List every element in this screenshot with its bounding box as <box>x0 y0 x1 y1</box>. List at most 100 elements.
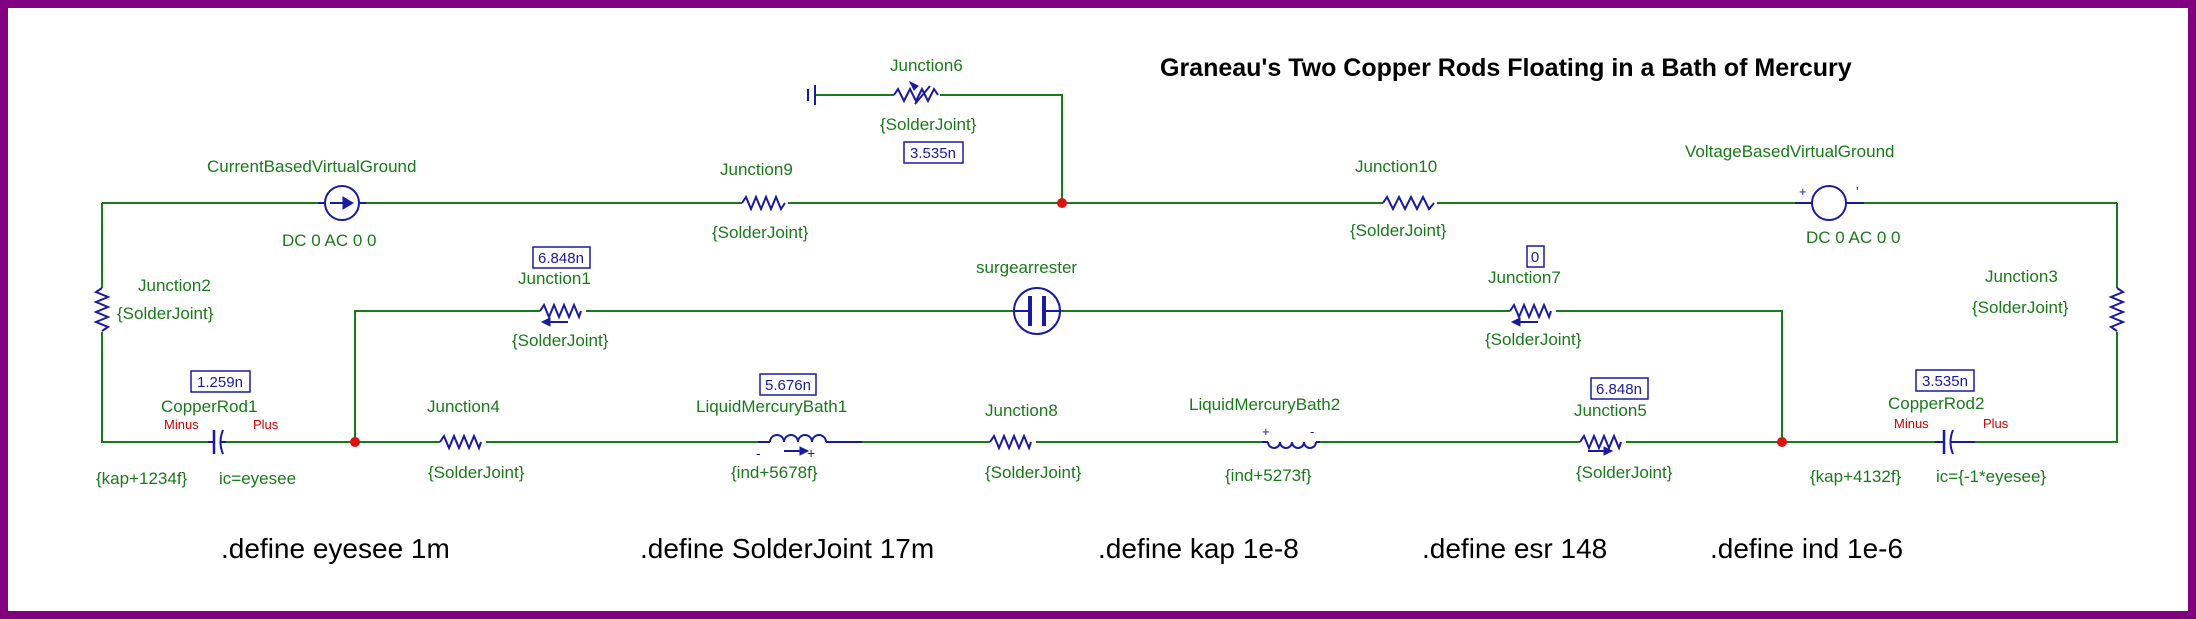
probe-box <box>759 373 817 396</box>
probe-value: 3.535n <box>1922 373 1968 390</box>
capacitor-icon <box>1935 429 1975 455</box>
capacitor-icon <box>208 429 226 455</box>
component-value: {SolderJoint} <box>985 463 1082 482</box>
resistor-icon <box>1509 302 1552 320</box>
copperrod1[interactable]: 1.259n CopperRod1 Minus Plus {kap+1234f}… <box>96 370 296 488</box>
component-name: LiquidMercuryBath2 <box>1189 395 1340 414</box>
diagram-title: Graneau's Two Copper Rods Floating in a … <box>1160 54 1852 82</box>
surge-arrester-icon <box>1013 287 1061 335</box>
component-name: Junction4 <box>427 397 500 416</box>
polarity-plus: Plus <box>1983 416 2009 431</box>
svg-text:': ' <box>1856 184 1858 199</box>
define-solderjoint: .define SolderJoint 17m <box>640 533 934 564</box>
liquid-mercury-bath2[interactable]: + - LiquidMercuryBath2 {ind+5273f} <box>1189 395 1340 485</box>
initial-condition: ic={-1*eyesee} <box>1936 467 2046 486</box>
node-dot <box>1057 198 1067 208</box>
junction5[interactable]: 6.848n Junction5 {SolderJoint} <box>1574 377 1673 482</box>
component-value: {ind+5273f} <box>1225 466 1312 485</box>
resistor-icon <box>439 433 482 451</box>
current-source-icon <box>318 185 366 221</box>
component-name: Junction6 <box>890 56 963 75</box>
component-value: {ind+5678f} <box>731 463 818 482</box>
junction4[interactable]: Junction4 {SolderJoint} <box>427 397 525 482</box>
node-dot <box>350 437 360 447</box>
resistor-icon <box>1579 433 1622 451</box>
resistor-icon <box>893 86 939 104</box>
inductor-icon: + - <box>1262 424 1320 449</box>
polarity-minus: Minus <box>1894 416 1929 431</box>
component-value: DC 0 AC 0 0 <box>282 231 377 250</box>
svg-text:-: - <box>756 445 761 461</box>
junction1[interactable]: 6.848n Junction1 {SolderJoint} <box>512 246 609 350</box>
component-name: CopperRod2 <box>1888 394 1984 413</box>
component-value: {SolderJoint} <box>1485 330 1582 349</box>
junction8[interactable]: Junction8 {SolderJoint} <box>985 401 1082 482</box>
probe-value: 6.848n <box>1596 381 1642 398</box>
probe-value: 1.259n <box>197 374 243 391</box>
svg-text:-: - <box>1310 424 1314 439</box>
resistor-icon <box>989 433 1032 451</box>
voltage-based-virtual-ground[interactable]: + ' VoltageBasedVirtualGround DC 0 AC 0 … <box>1685 142 1901 247</box>
component-name: Junction10 <box>1355 157 1437 176</box>
liquid-mercury-bath1[interactable]: - + 5.676n LiquidMercuryBath1 {ind+5678f… <box>696 373 862 482</box>
junction2[interactable]: Junction2 {SolderJoint} <box>93 276 214 332</box>
component-value: {SolderJoint} <box>428 463 525 482</box>
junction6[interactable]: Junction6 {SolderJoint} 3.535n <box>807 56 977 164</box>
component-value: {SolderJoint} <box>1972 298 2069 317</box>
define-eyesee: .define eyesee 1m <box>221 533 450 564</box>
wires <box>101 94 2118 443</box>
initial-condition: ic=eyesee <box>219 469 296 488</box>
component-value: {SolderJoint} <box>1576 463 1673 482</box>
component-name: Junction1 <box>518 269 591 288</box>
component-value: DC 0 AC 0 0 <box>1806 228 1901 247</box>
define-ind: .define ind 1e-6 <box>1710 533 1903 564</box>
probe-box <box>1590 377 1649 400</box>
node-dots <box>350 198 1787 447</box>
svg-text:+: + <box>1799 184 1807 199</box>
junction3[interactable]: Junction3 {SolderJoint} <box>1972 267 2126 332</box>
component-value: {SolderJoint} <box>512 331 609 350</box>
component-value: {kap+1234f} <box>96 469 188 488</box>
junction10[interactable]: Junction10 {SolderJoint} <box>1350 157 1447 240</box>
probe-value: 5.676n <box>765 377 811 394</box>
svg-text:+: + <box>1262 424 1270 439</box>
component-name: Junction3 <box>1985 267 2058 286</box>
probe-box <box>190 370 251 393</box>
junction9[interactable]: Junction9 {SolderJoint} <box>712 160 809 242</box>
copperrod2[interactable]: 3.535n CopperRod2 Minus Plus {kap+4132f}… <box>1810 369 2046 486</box>
current-based-virtual-ground[interactable]: CurrentBasedVirtualGround DC 0 AC 0 0 <box>207 157 416 250</box>
component-name: Junction7 <box>1488 268 1561 287</box>
resistor-icon <box>1382 194 1435 212</box>
svg-text:+: + <box>807 445 815 461</box>
component-name: LiquidMercuryBath1 <box>696 397 847 416</box>
define-kap: .define kap 1e-8 <box>1098 533 1299 564</box>
define-directives: .define eyesee 1m .define SolderJoint 17… <box>221 533 1903 564</box>
component-value: {kap+4132f} <box>1810 467 1902 486</box>
define-esr: .define esr 148 <box>1422 533 1607 564</box>
probe-value: 3.535n <box>910 145 956 162</box>
component-name: Junction9 <box>720 160 793 179</box>
surgearrester[interactable]: surgearrester <box>976 258 1077 335</box>
component-name: Junction8 <box>985 401 1058 420</box>
resistor-icon <box>741 194 786 212</box>
component-name: surgearrester <box>976 258 1077 277</box>
inductor-icon: - + <box>756 434 862 461</box>
component-value: {SolderJoint} <box>712 223 809 242</box>
component-value: {SolderJoint} <box>117 304 214 323</box>
resistor-icon <box>2108 287 2126 332</box>
component-name: CopperRod1 <box>161 397 257 416</box>
component-name: Junction5 <box>1574 401 1647 420</box>
probe-value: 0 <box>1531 249 1539 266</box>
node-dot <box>1777 437 1787 447</box>
probe-box <box>1526 245 1545 268</box>
polarity-plus: Plus <box>253 417 279 432</box>
component-name: CurrentBasedVirtualGround <box>207 157 416 176</box>
component-value: {SolderJoint} <box>1350 221 1447 240</box>
junction7[interactable]: 0 Junction7 {SolderJoint} <box>1485 245 1582 349</box>
voltage-source-icon: + ' <box>1795 184 1864 221</box>
component-name: VoltageBasedVirtualGround <box>1685 142 1895 161</box>
component-value: {SolderJoint} <box>880 115 977 134</box>
component-name: Junction2 <box>138 276 211 295</box>
